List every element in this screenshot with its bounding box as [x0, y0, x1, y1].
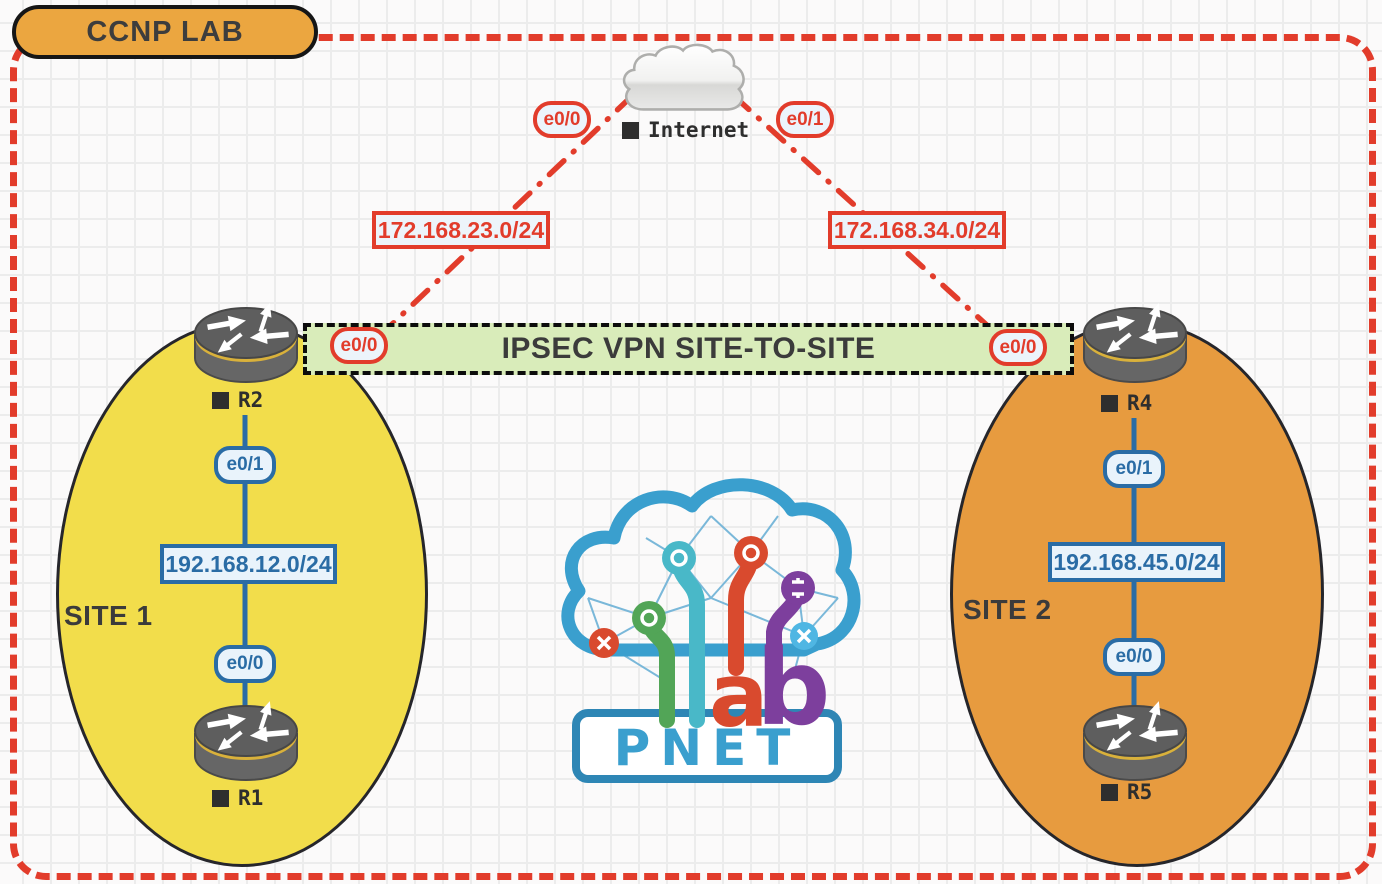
site1-name-label: SITE 1 — [64, 600, 153, 631]
lab-boundary-border — [10, 34, 1376, 880]
site2-network-label: 192.168.45.0/24 — [1048, 542, 1225, 582]
logo-cloud-outline — [561, 478, 861, 657]
r2-label-square-icon — [212, 391, 229, 409]
r1-label-square-icon — [212, 789, 229, 807]
internet-e0-1-interface-badge: e0/1 — [776, 101, 834, 138]
router-r4-node[interactable] — [1074, 302, 1196, 391]
router-icon — [195, 302, 297, 382]
router-r1-label: R1 — [212, 786, 263, 810]
wan-network-left-label: 172.168.23.0/24 — [372, 211, 550, 249]
r1-e0-0-interface-badge: e0/0 — [214, 645, 276, 683]
r5-label-square-icon — [1101, 783, 1118, 801]
r4-e0-1-interface-badge: e0/1 — [1103, 450, 1165, 488]
logo-letter-a: a — [709, 644, 768, 747]
router-r2-node[interactable] — [185, 302, 307, 391]
vpn-tunnel-band: IPSEC VPN SITE-TO-SITE — [303, 323, 1074, 375]
r2-e0-1-interface-badge: e0/1 — [214, 446, 276, 484]
router-r2-label: R2 — [212, 388, 263, 412]
router-r5-label: R5 — [1101, 780, 1152, 804]
cloud-icon — [622, 43, 745, 111]
vpn-band-label: IPSEC VPN SITE-TO-SITE — [501, 332, 876, 365]
router-r5-node[interactable] — [1074, 700, 1196, 789]
internet-cloud-node[interactable] — [618, 42, 746, 127]
logo-wordmark: PNET — [614, 719, 801, 777]
logo-wordmark-box — [572, 709, 842, 783]
r4-label-square-icon — [1101, 394, 1118, 412]
r5-e0-0-interface-badge: e0/0 — [1103, 638, 1165, 676]
site2-name-label: SITE 2 — [963, 594, 1052, 625]
router-r4-label: R4 — [1101, 391, 1152, 415]
lab-title-badge: CCNP LAB — [12, 5, 318, 59]
router-icon — [195, 700, 297, 780]
pnetlab-logo: a b PNET — [561, 478, 861, 783]
router-r1-node[interactable] — [185, 700, 307, 789]
router-icon — [1084, 700, 1186, 780]
r2-e0-0-interface-badge: e0/0 — [330, 327, 388, 364]
wan-network-right-label: 172.168.34.0/24 — [828, 211, 1006, 249]
router-icon — [1084, 302, 1186, 382]
internet-e0-0-interface-badge: e0/0 — [533, 101, 591, 138]
internet-label-square-icon — [622, 121, 639, 139]
link-internet-r2 — [385, 93, 635, 331]
r4-e0-0-interface-badge: e0/0 — [989, 329, 1047, 366]
site1-network-label: 192.168.12.0/24 — [160, 544, 337, 584]
logo-letter-b: b — [756, 627, 830, 749]
logo-network-nodes — [589, 536, 818, 658]
internet-label: Internet — [622, 118, 749, 142]
